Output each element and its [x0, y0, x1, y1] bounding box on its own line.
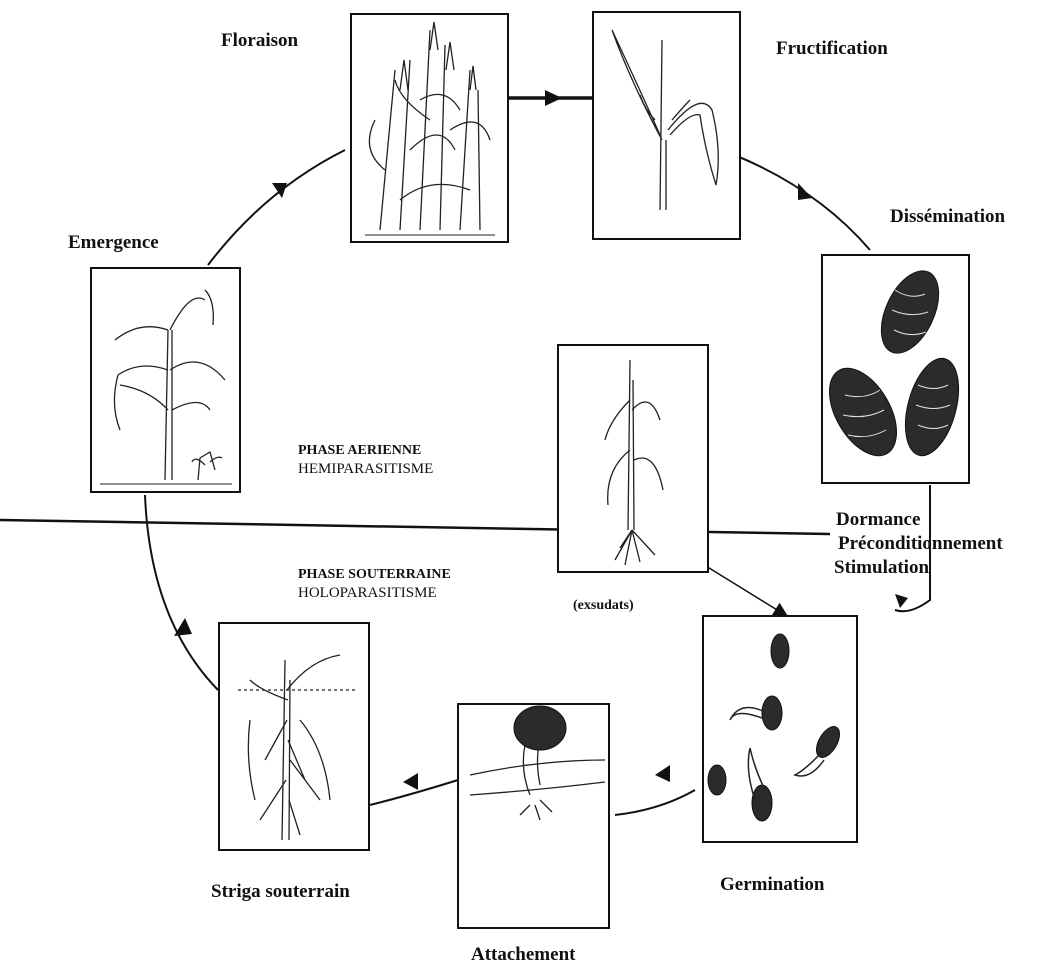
panel-floraison: [351, 14, 508, 242]
arrowhead-to-striga: [403, 773, 418, 790]
label-striga-souterrain: Striga souterrain: [211, 881, 350, 904]
phase-souterraine-title: PHASE SOUTERRAINE: [298, 566, 451, 584]
panel-striga-souterrain: [219, 623, 369, 850]
phase-aerienne-title: PHASE AERIENNE: [298, 442, 433, 460]
label-fructification: Fructification: [776, 38, 888, 61]
phase-souterraine-block: PHASE SOUTERRAINE HOLOPARASITISME: [298, 566, 451, 602]
label-germination: Germination: [720, 874, 825, 897]
label-preconditionnement: Préconditionnement: [834, 532, 1003, 556]
label-floraison: Floraison: [221, 30, 298, 53]
phase-souterraine-subtitle: HOLOPARASITISME: [298, 584, 451, 603]
label-stimulation: Stimulation: [834, 556, 1003, 580]
arrowhead-to-emergence: [174, 618, 192, 636]
dormance-block: Dormance Préconditionnement Stimulation: [834, 508, 1003, 579]
arc-emergence-to-floraison: [208, 150, 345, 265]
panel-attachement: [458, 704, 609, 928]
panel-emergence: [91, 268, 240, 492]
label-dissemination: Dissémination: [890, 206, 1005, 229]
label-dormance: Dormance: [834, 508, 1003, 532]
panel-dissemination: [816, 255, 969, 483]
arrowhead-to-germination: [895, 594, 908, 608]
panel-fructification: [593, 12, 740, 239]
arrowhead-to-dissemination: [798, 183, 812, 200]
phase-aerienne-block: PHASE AERIENNE HEMIPARASITISME: [298, 442, 433, 478]
phase-aerienne-subtitle: HEMIPARASITISME: [298, 460, 433, 479]
arrowhead-floraison-fructification: [545, 90, 562, 106]
label-exsudats: (exsudats): [573, 598, 634, 615]
panel-germination: [703, 616, 857, 842]
panel-exsudats-host: [558, 345, 708, 572]
arc-germination-to-attachement: [615, 790, 695, 815]
arrowhead-to-attachement: [655, 765, 670, 782]
label-attachement: Attachement: [471, 944, 575, 967]
label-emergence: Emergence: [68, 232, 159, 255]
